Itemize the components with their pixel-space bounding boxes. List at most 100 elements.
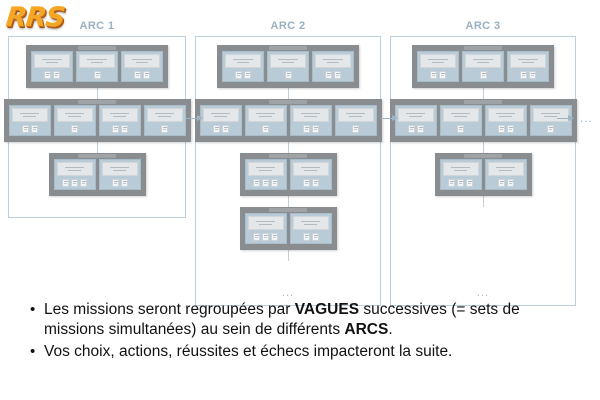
mission-card[interactable] [199, 105, 242, 136]
mission-objective-icon[interactable] [111, 179, 119, 187]
mission-card[interactable] [8, 105, 51, 136]
mission-objective-icon[interactable] [143, 71, 150, 79]
mission-objective-icon[interactable] [244, 71, 251, 79]
mission-objective-icon[interactable] [262, 233, 269, 241]
mission-objective-icon[interactable] [302, 179, 310, 187]
mission-card[interactable] [417, 51, 459, 82]
mission-card[interactable] [507, 51, 549, 82]
mission-card[interactable] [244, 213, 287, 244]
mission-card[interactable] [244, 159, 287, 190]
mission-objective-icon[interactable] [71, 125, 78, 133]
mission-objective-icon[interactable] [221, 125, 229, 133]
mission-objective-icon[interactable] [271, 179, 278, 187]
mission-objective-icon[interactable] [212, 125, 220, 133]
mission-objective-icon[interactable] [53, 71, 60, 79]
mission-objective-icon[interactable] [302, 233, 310, 241]
mission-objective-icon[interactable] [302, 125, 310, 133]
mission-objective-icon[interactable] [253, 179, 260, 187]
wave-block[interactable] [389, 99, 577, 142]
mission-objective-icon[interactable] [448, 179, 455, 187]
wave-block[interactable] [26, 45, 168, 88]
mission-card[interactable] [439, 159, 482, 190]
mission-objective-icon[interactable] [253, 233, 260, 241]
wave-block[interactable] [194, 99, 382, 142]
mission-card[interactable] [289, 213, 332, 244]
wave-block[interactable] [239, 153, 337, 196]
mission-card[interactable] [121, 51, 163, 82]
wave-block[interactable] [434, 153, 532, 196]
mission-objective-icon[interactable] [120, 179, 128, 187]
mission-card[interactable] [76, 51, 118, 82]
wave-block[interactable] [239, 207, 337, 250]
mission-card[interactable] [98, 159, 141, 190]
mission-objective-icon[interactable] [352, 125, 359, 133]
mission-card[interactable] [394, 105, 437, 136]
mission-card[interactable] [529, 105, 572, 136]
wave-block[interactable] [48, 153, 146, 196]
mission-objective-icon[interactable] [284, 71, 292, 79]
mission-card[interactable] [484, 159, 527, 190]
mission-objective-icon[interactable] [506, 125, 514, 133]
mission-card[interactable] [244, 105, 287, 136]
text-line [64, 113, 85, 114]
mission-card[interactable] [53, 159, 96, 190]
mission-card[interactable] [462, 51, 504, 82]
mission-card[interactable] [143, 105, 186, 136]
mission-card[interactable] [312, 51, 354, 82]
wave-block[interactable] [3, 99, 191, 142]
mission-objective-icon[interactable] [311, 233, 319, 241]
mission-objective-icon[interactable] [520, 71, 527, 79]
text-line [255, 113, 276, 114]
mission-objective-icon[interactable] [21, 125, 29, 133]
bullet-marker: • [30, 301, 36, 318]
mission-card[interactable] [31, 51, 73, 82]
mission-objective-icon[interactable] [466, 179, 473, 187]
mission-objective-icon[interactable] [134, 71, 141, 79]
mission-card[interactable] [334, 105, 377, 136]
mission-objective-icon[interactable] [497, 179, 505, 187]
mission-objective-icon[interactable] [497, 125, 505, 133]
mission-objective-icon[interactable] [235, 71, 242, 79]
mission-card[interactable] [484, 105, 527, 136]
mission-objective-icon[interactable] [161, 125, 168, 133]
mission-objective-icon[interactable] [111, 125, 119, 133]
mission-objective-icon[interactable] [547, 125, 554, 133]
text-line [259, 170, 272, 171]
mission-card[interactable] [98, 105, 141, 136]
mission-objective-icon[interactable] [311, 125, 319, 133]
mission-objective-icon[interactable] [416, 125, 424, 133]
mission-objective-icon[interactable] [334, 71, 341, 79]
mission-card[interactable] [439, 105, 482, 136]
mission-objective-icon[interactable] [506, 179, 514, 187]
mission-objective-icon[interactable] [407, 125, 415, 133]
mission-card[interactable] [289, 105, 332, 136]
mission-objective-icon[interactable] [62, 179, 69, 187]
text-line [300, 167, 321, 168]
mission-objective-icon[interactable] [311, 179, 319, 187]
text-line [281, 62, 295, 63]
mission-objective-icon[interactable] [430, 71, 437, 79]
text-line [300, 113, 321, 114]
mission-icon-row [248, 124, 284, 133]
mission-objective-icon[interactable] [80, 179, 87, 187]
mission-objective-icon[interactable] [457, 125, 464, 133]
mission-card[interactable] [222, 51, 264, 82]
mission-objective-icon[interactable] [271, 233, 278, 241]
mission-card[interactable] [53, 105, 96, 136]
mission-objective-icon[interactable] [93, 71, 101, 79]
mission-objective-icon[interactable] [439, 71, 446, 79]
mission-objective-icon[interactable] [71, 179, 78, 187]
wave-block[interactable] [217, 45, 359, 88]
wave-block[interactable] [412, 45, 554, 88]
mission-card[interactable] [289, 159, 332, 190]
mission-objective-icon[interactable] [457, 179, 464, 187]
mission-objective-icon[interactable] [44, 71, 51, 79]
mission-card[interactable] [267, 51, 309, 82]
mission-objective-icon[interactable] [30, 125, 38, 133]
mission-objective-icon[interactable] [262, 179, 269, 187]
mission-objective-icon[interactable] [120, 125, 128, 133]
mission-objective-icon[interactable] [529, 71, 536, 79]
mission-objective-icon[interactable] [325, 71, 332, 79]
mission-objective-icon[interactable] [262, 125, 269, 133]
mission-objective-icon[interactable] [479, 71, 487, 79]
